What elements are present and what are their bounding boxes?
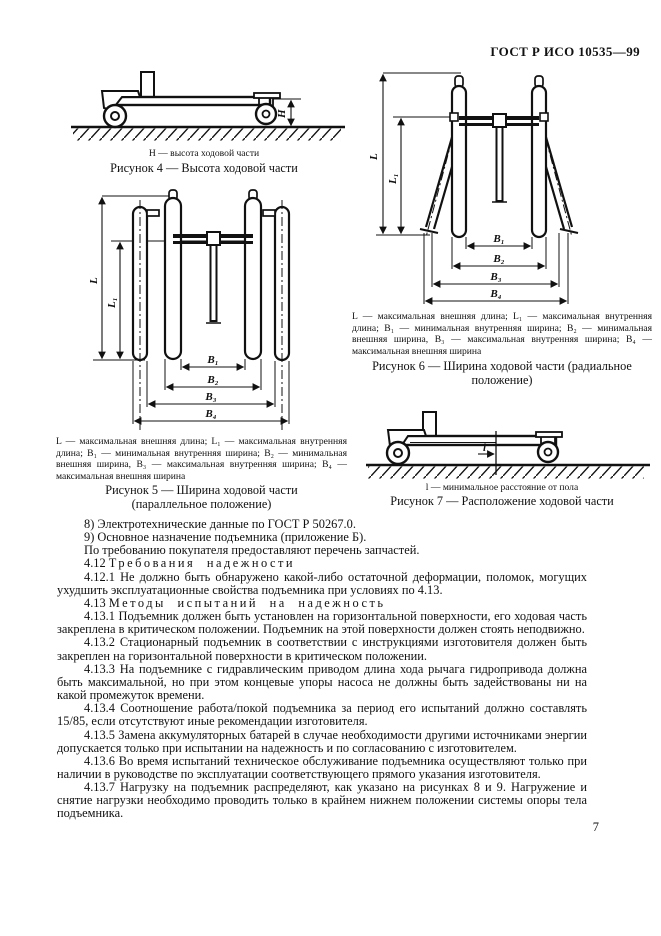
dim-label-L1: L₁ [387, 173, 399, 185]
dim-label-L: L [368, 153, 380, 161]
foot-right [559, 228, 579, 234]
clause-4-13-4: 4.13.4 Соотношение работа/покой подъемни… [57, 701, 587, 729]
clause-4-13-7: 4.13.7 Нагрузку на подъемник распределяю… [57, 780, 587, 821]
hook-right [262, 209, 276, 217]
rear-caster-fork [253, 92, 281, 99]
figure4-legend: H — высота ходовой части [148, 148, 260, 159]
list-item-8: 8) Электротехнические данные по ГОСТ Р 5… [84, 517, 356, 531]
floor-hatching [71, 125, 345, 141]
chassis-side-view [385, 411, 563, 466]
paragraph: По требованию покупателя предоставляют п… [84, 543, 420, 558]
page-number: 7 [592, 820, 599, 834]
figure5-legend: L — максимальная внешняя длина; L₁ — мак… [56, 436, 347, 482]
dimension-l: l [478, 431, 497, 475]
rear-caster-fork [535, 431, 563, 438]
figure4-drawing: H [58, 66, 358, 154]
chassis-side-view [100, 71, 281, 129]
dim-label-B3: B₃ [204, 391, 216, 403]
chassis-beam [401, 434, 558, 447]
chassis-top-view-radial [419, 75, 579, 239]
dimension-L: L [368, 72, 461, 236]
width-dimensions: B₁ B₂ B₃ B₄ [132, 354, 290, 425]
front-leg-left [450, 84, 468, 239]
list-item-9: 9) Основное назначение подъемника (прило… [84, 530, 367, 545]
mast-bar [495, 126, 504, 202]
dimension-H: H [273, 98, 301, 127]
dim-label-L1: L₁ [106, 297, 118, 309]
clause-4-13-1: 4.13.1 Подъемник должен быть установлен … [57, 609, 587, 637]
figure7-drawing: l [360, 404, 656, 486]
figure6-caption: Рисунок 6 — Ширина ходовой части (радиал… [372, 359, 632, 387]
dim-label-L: L [88, 277, 100, 285]
figure5-caption: Рисунок 5 — Ширина ходовой части (паралл… [105, 483, 298, 511]
dim-label-B1: B₁ [492, 233, 504, 245]
dimension-L: L [88, 195, 175, 361]
figure7-legend: l — минимальное расстояние от пола [425, 482, 579, 493]
figure6-legend: L — максимальная внешняя длина; L₁ — мак… [352, 311, 652, 357]
pivot-right [539, 112, 549, 122]
figure7-caption: Рисунок 7 — Расположение ходовой части [390, 494, 614, 508]
clause-heading-4-13: 4.13 Методы испытаний на надежность [84, 595, 386, 610]
clause-4-13-3: 4.13.3 На подъемнике с гидравлическим пр… [57, 661, 587, 703]
figure4-caption: Рисунок 4 — Высота ходовой части [110, 161, 298, 175]
page-header: ГОСТ Р ИСО 10535—99 [490, 44, 640, 59]
front-leg-right [530, 84, 548, 239]
inner-leg-left [163, 196, 183, 361]
dim-label-B1: B₁ [206, 354, 218, 366]
dim-label-B2: B₂ [492, 253, 504, 265]
inner-leg-right [243, 196, 263, 361]
figure5-drawing: L L₁ [55, 184, 345, 436]
clause-4-13-6: 4.13.6 Во время испытаний техническое об… [57, 753, 587, 781]
chassis-beam [108, 95, 272, 107]
floor-hatching [366, 463, 650, 479]
dimension-L1: L₁ [387, 116, 457, 235]
clause-4-13-2: 4.13.2 Стационарный подъемник в соответс… [57, 635, 587, 663]
dim-label-B4: B₄ [489, 288, 501, 300]
mast-base [206, 231, 221, 246]
dim-label-B4: B₄ [204, 408, 216, 420]
mast-base [492, 113, 507, 128]
width-dimensions: B₁ B₂ B₃ B₄ [423, 233, 569, 305]
foot-left [419, 228, 439, 234]
mast-stub [140, 71, 155, 98]
clause-4-13-5: 4.13.5 Замена аккумуляторных батарей в с… [57, 727, 587, 755]
clause-heading-4-12: 4.12 Требования надежности [84, 556, 296, 571]
dim-label-l: l [483, 442, 487, 454]
figure6-drawing: L L₁ [362, 60, 597, 310]
pivot-left [449, 112, 459, 122]
chassis-top-view-parallel [131, 189, 291, 431]
hook-left [146, 209, 160, 217]
mast-bar [209, 244, 218, 322]
dim-label-H: H [276, 109, 288, 119]
body-text: 8) Электротехнические данные по ГОСТ Р 5… [57, 517, 587, 821]
dim-label-B3: B₃ [489, 271, 501, 283]
dim-label-B2: B₂ [206, 374, 218, 386]
clause-4-12-1: 4.12.1 Не должно быть обнаружено какой-л… [57, 569, 587, 597]
